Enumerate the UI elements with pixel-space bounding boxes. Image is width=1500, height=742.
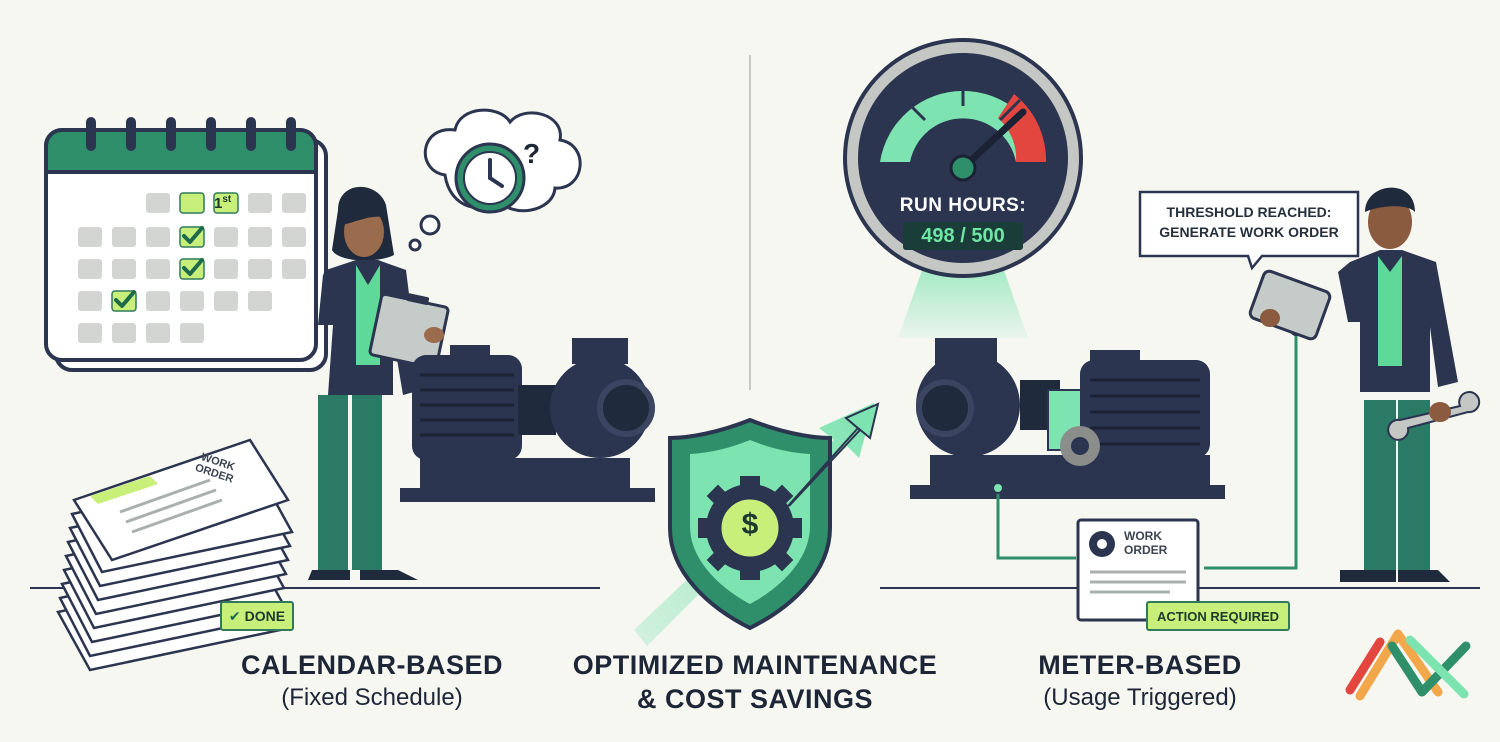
man-technician-figure: [1248, 187, 1481, 582]
work-order-document: [1076, 518, 1200, 622]
work-order-right-line1: WORK: [1124, 529, 1162, 543]
sensor-line-pump: [996, 488, 1076, 560]
check-icon: ✔: [228, 607, 241, 624]
pump-left: [400, 338, 655, 502]
savings-shield: [634, 400, 874, 646]
gauge-label: RUN HOURS:: [899, 195, 1027, 216]
center-title-line1: OPTIMIZED MAINTENANCE: [572, 650, 938, 680]
gauge-value: 498 / 500: [903, 222, 1023, 250]
center-title-line2: & COST SAVINGS: [636, 684, 874, 714]
work-order-stack: [56, 438, 294, 672]
gear-icon: [1089, 531, 1115, 557]
done-badge: ✔ DONE: [220, 601, 294, 631]
work-order-right-line2: ORDER: [1124, 543, 1168, 557]
action-required-badge: ACTION REQUIRED: [1146, 601, 1290, 631]
action-required-label: ACTION REQUIRED: [1156, 608, 1280, 624]
calendar-first-day: 1st: [214, 194, 231, 212]
bubble-line2: GENERATE WORK ORDER: [1159, 224, 1339, 240]
sensor-line-tablet: [1204, 330, 1298, 570]
run-hours-gauge: [843, 38, 1083, 338]
left-title: CALENDAR-BASED: [241, 650, 503, 680]
right-title: METER-BASED: [1038, 650, 1242, 680]
left-caption: CALENDAR-BASED (Fixed Schedule): [212, 648, 532, 714]
speech-bubble: [1138, 190, 1360, 271]
woman-technician-figure: [308, 186, 450, 580]
dollar-symbol: $: [741, 508, 759, 541]
calendar-day-suffix: st: [222, 194, 232, 205]
center-caption: OPTIMIZED MAINTENANCE & COST SAVINGS: [560, 648, 950, 716]
growth-arrow: [787, 402, 880, 507]
left-subtitle: (Fixed Schedule): [281, 684, 463, 711]
done-label: DONE: [244, 608, 286, 624]
calendar-icon: [44, 117, 328, 372]
pump-right: [910, 338, 1225, 499]
question-mark: ?: [523, 138, 541, 169]
bubble-line1: THRESHOLD REACHED:: [1166, 204, 1332, 220]
right-caption: METER-BASED (Usage Triggered): [1010, 648, 1270, 714]
calendar-day-number: 1: [214, 195, 223, 212]
brand-logo: [1345, 629, 1471, 701]
clock-icon: [454, 142, 526, 214]
speech-bubble-text: THRESHOLD REACHED: GENERATE WORK ORDER: [1146, 202, 1352, 242]
right-subtitle: (Usage Triggered): [1043, 684, 1237, 711]
